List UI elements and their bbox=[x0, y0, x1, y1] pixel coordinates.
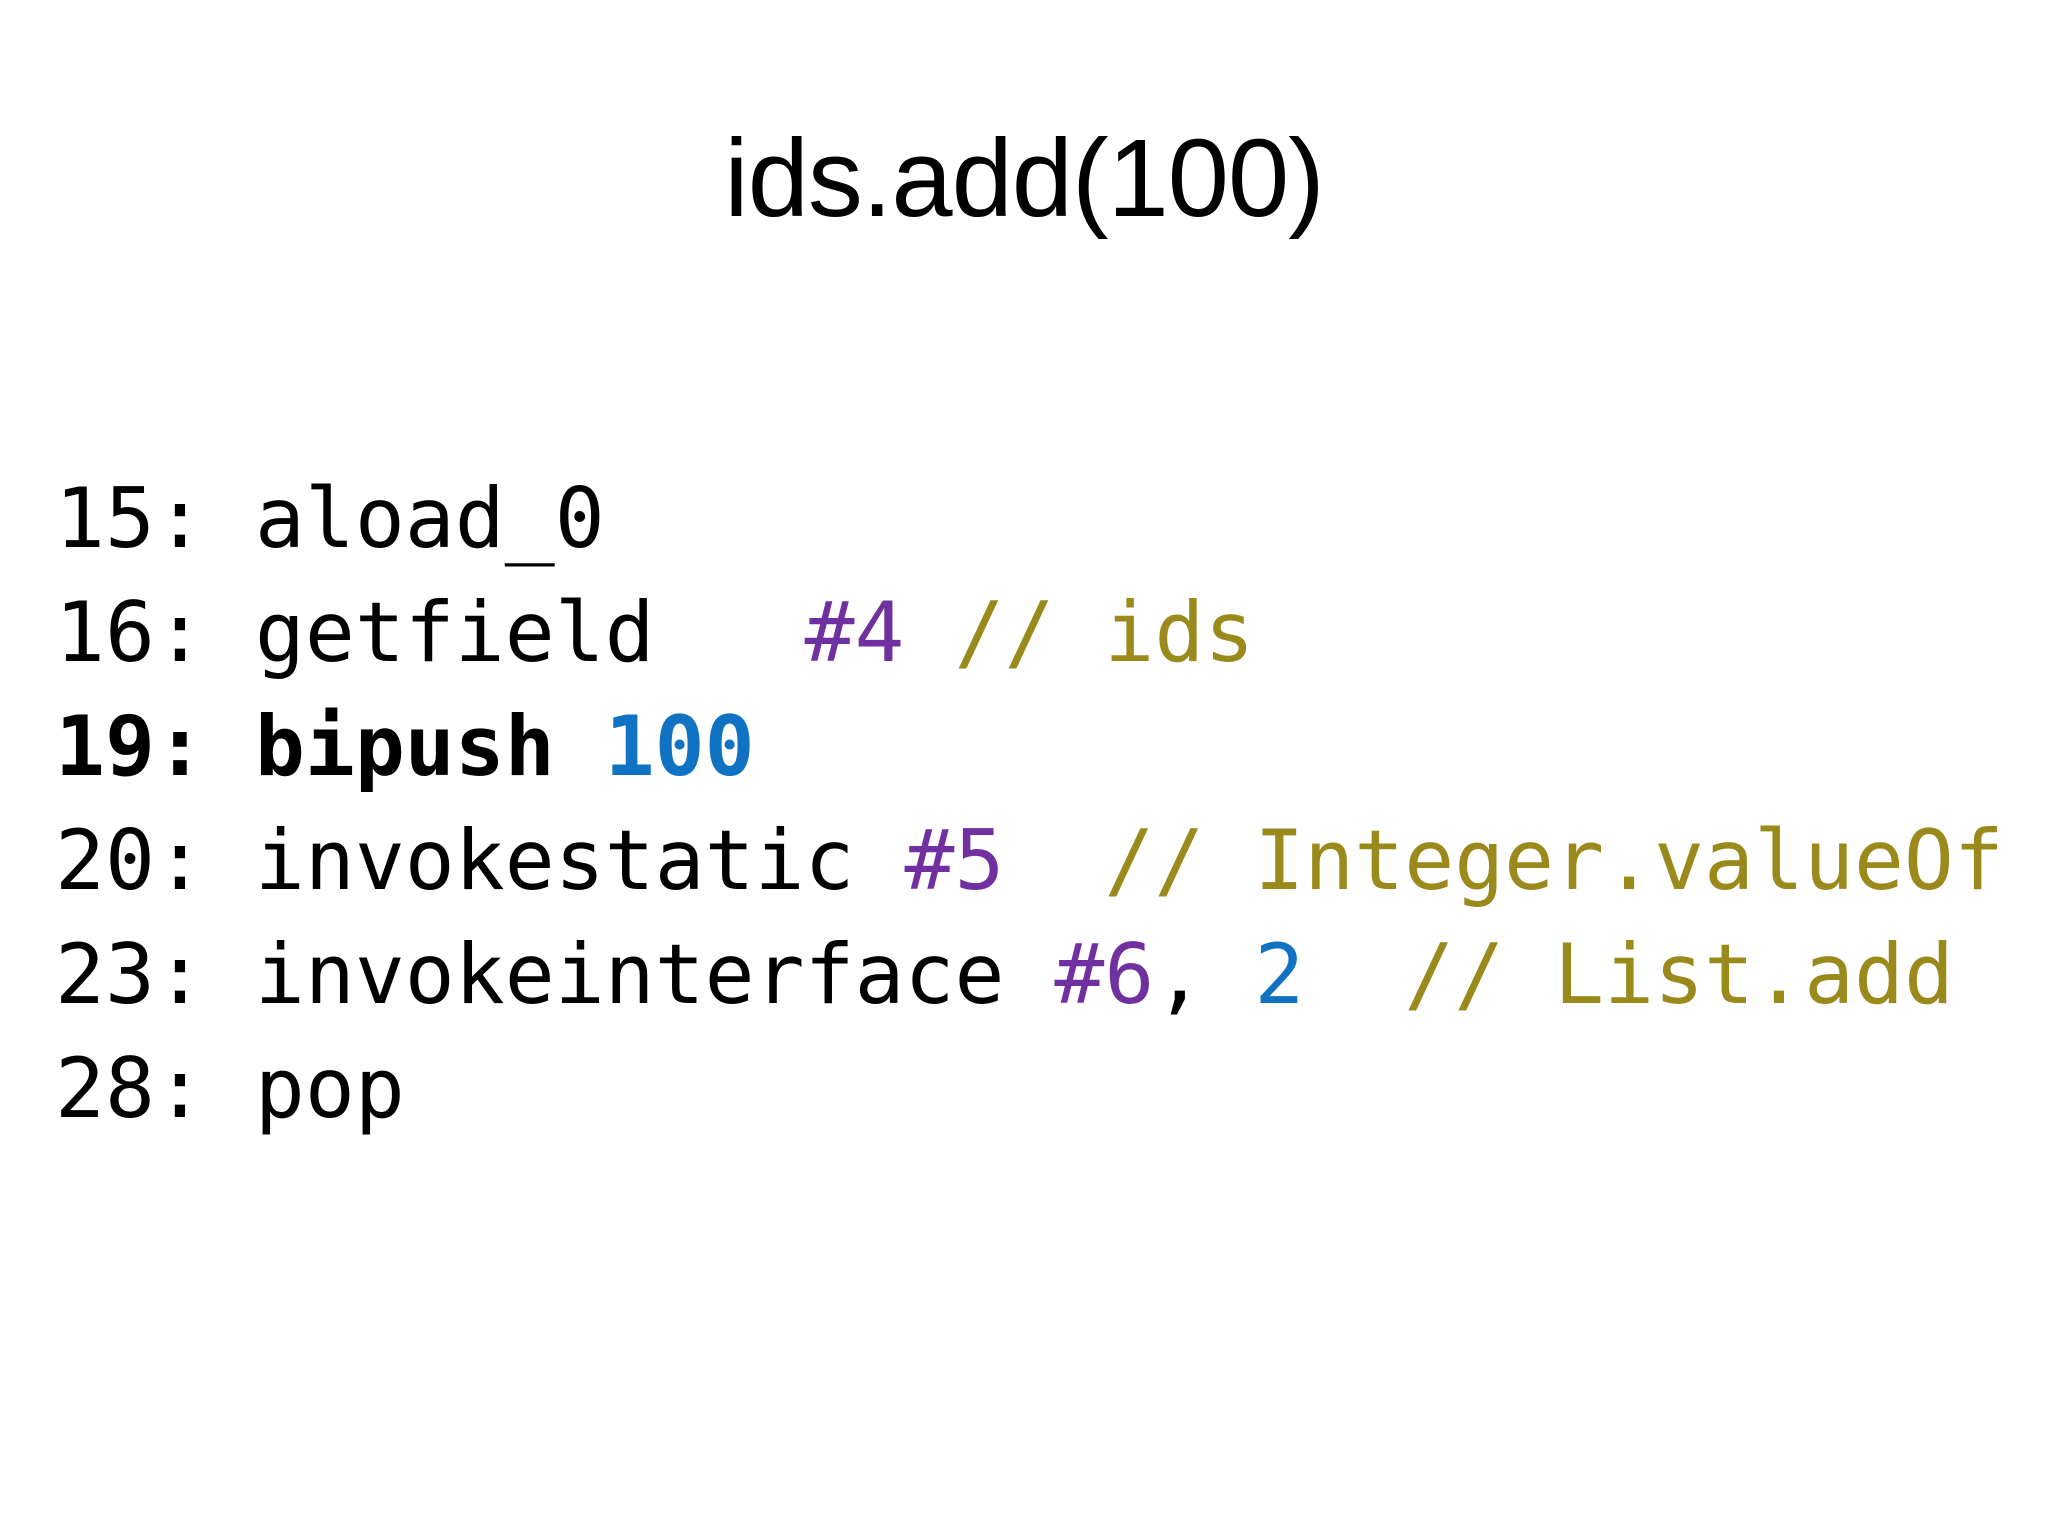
code-line: 20: invokestatic #5 // Integer.valueOf bbox=[55, 804, 2004, 918]
code-segment bbox=[1004, 812, 1104, 909]
code-segment: 100 bbox=[604, 698, 755, 795]
code-segment bbox=[905, 584, 955, 681]
code-line: 19: bipush 100 bbox=[55, 690, 2004, 804]
code-segment: #4 bbox=[804, 584, 905, 681]
code-segment: 16: getfield bbox=[55, 584, 805, 681]
code-line: 28: pop bbox=[55, 1032, 2004, 1146]
code-segment: // List.add bbox=[1404, 926, 1954, 1023]
code-segment: 23: invokeinterface bbox=[55, 926, 1055, 1023]
code-segment: 2 bbox=[1254, 926, 1305, 1023]
code-segment bbox=[1304, 926, 1404, 1023]
code-segment: 28: pop bbox=[55, 1040, 405, 1137]
code-line: 15: aload_0 bbox=[55, 462, 2004, 576]
code-segment: // ids bbox=[954, 584, 1255, 681]
code-segment: // Integer.valueOf bbox=[1104, 812, 2004, 909]
code-line: 23: invokeinterface #6, 2 // List.add bbox=[55, 918, 2004, 1032]
code-segment: #6 bbox=[1054, 926, 1155, 1023]
code-segment: , bbox=[1154, 926, 1255, 1023]
slide-title: ids.add(100) bbox=[724, 117, 1325, 240]
code-line: 16: getfield #4 // ids bbox=[55, 576, 2004, 690]
code-segment: 19: bipush bbox=[55, 698, 605, 795]
code-segment: #5 bbox=[904, 812, 1005, 909]
code-segment: 15: aload_0 bbox=[55, 470, 605, 567]
code-segment: 20: invokestatic bbox=[55, 812, 905, 909]
